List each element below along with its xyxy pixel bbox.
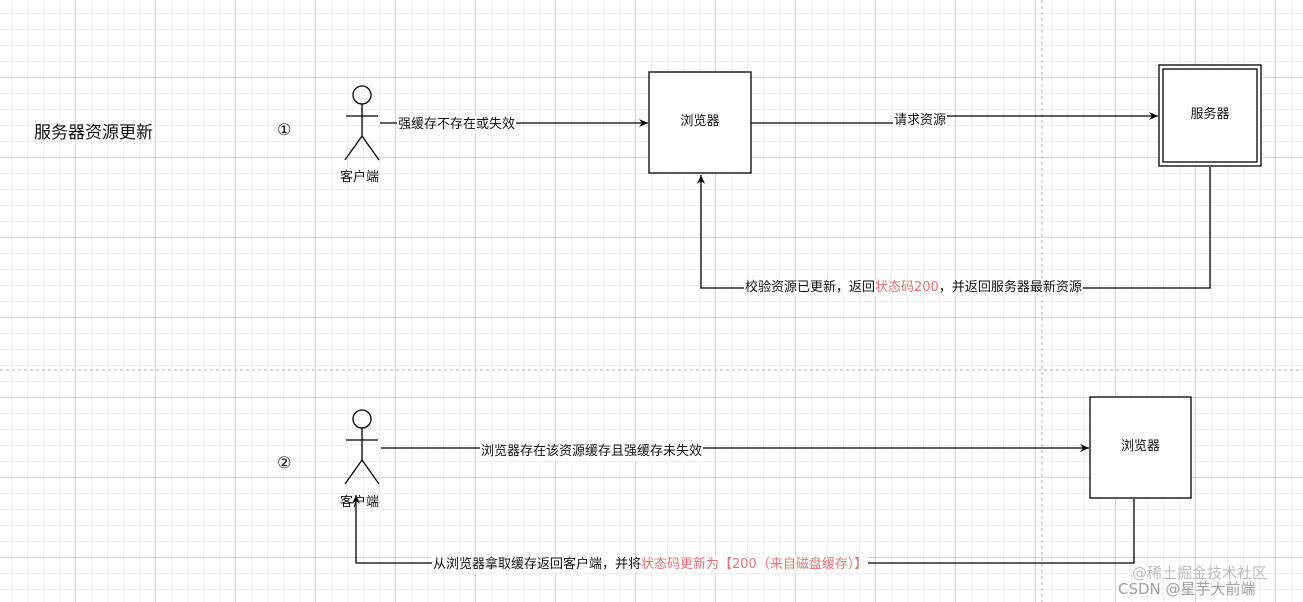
client-label-1: 客户端 (340, 170, 380, 185)
client-actor-2[interactable] (344, 409, 380, 485)
client-label-2: 客户端 (340, 495, 380, 510)
server-label: 服务器 (1190, 107, 1230, 122)
edge-browser-to-client-2[interactable] (352, 495, 1135, 564)
return-2-highlight: 状态码更新为【200（来自磁盘缓存）】 (641, 557, 868, 572)
return-2-prefix: 从浏览器拿取缓存返回客户端，并将 (433, 557, 642, 572)
browser-label-1: 浏览器 (680, 114, 720, 129)
client-actor-1[interactable] (344, 85, 380, 161)
edge-label-return-1: 校验资源已更新，返回状态码200，并返回服务器最新资源 (744, 280, 1083, 296)
edge-label-client-browser-2: 浏览器存在该资源缓存且强缓存未失效 (480, 444, 704, 460)
step-number-1: ① (277, 120, 292, 139)
edge-browser-to-server[interactable] (751, 112, 1158, 124)
edge-server-to-browser[interactable] (697, 167, 1211, 289)
edge-label-return-2: 从浏览器拿取缓存返回客户端，并将状态码更新为【200（来自磁盘缓存）】 (432, 557, 869, 573)
step-number-2: ② (277, 453, 292, 472)
return-1-prefix: 校验资源已更新，返回 (745, 280, 876, 295)
browser-label-2: 浏览器 (1120, 439, 1160, 454)
watermark: @稀土掘金技术社区 (1132, 564, 1268, 582)
browser-box-1[interactable] (648, 71, 752, 174)
section-title: 服务器资源更新 (34, 123, 153, 143)
server-box[interactable] (1158, 64, 1262, 167)
browser-box-2[interactable] (1089, 396, 1192, 499)
return-1-highlight: 状态码200 (875, 280, 939, 295)
watermark-csdn: CSDN @星芋大前端 (1118, 580, 1256, 598)
edge-label-client-browser-1: 强缓存不存在或失效 (397, 117, 517, 133)
edge-label-request-resource: 请求资源 (893, 113, 948, 129)
return-1-suffix: ，并返回服务器最新资源 (938, 280, 1082, 295)
